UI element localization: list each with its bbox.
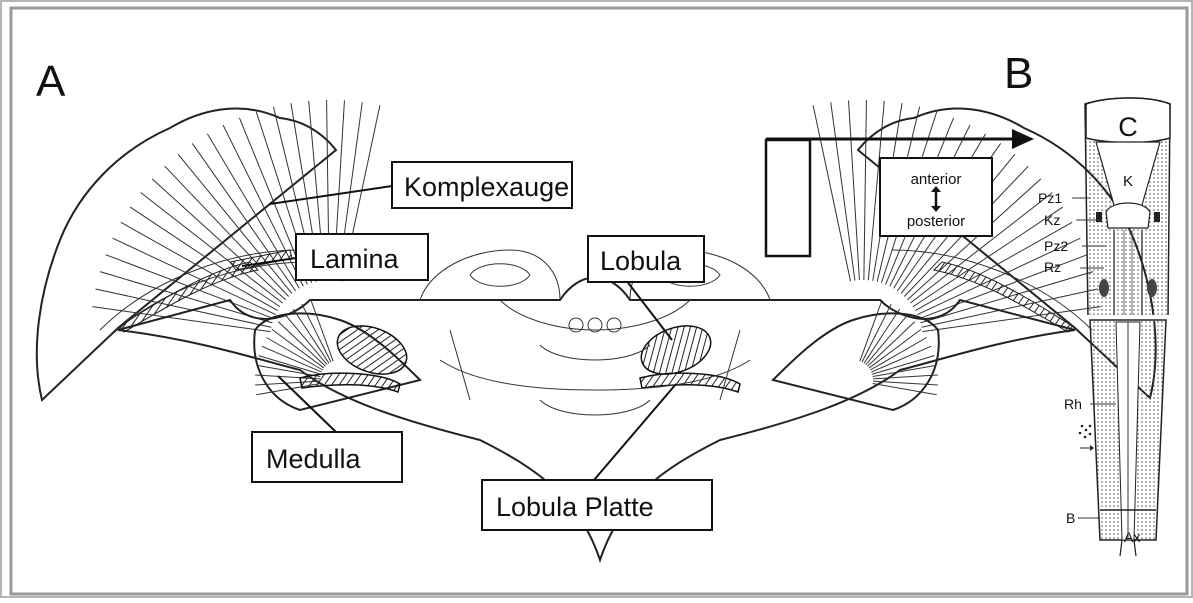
radial-line (868, 322, 915, 367)
label-komplexauge: Komplexauge (270, 162, 572, 208)
radial-line (285, 315, 327, 365)
label-pz1: Pz1 (1038, 190, 1062, 206)
lamina-text: Lamina (310, 244, 400, 274)
anterior-text: anterior (911, 171, 962, 188)
radial-line (873, 375, 938, 379)
label-k: K (1123, 173, 1133, 190)
radial-line (813, 105, 850, 281)
radial-line (141, 193, 283, 304)
lobula-text: Lobula (600, 246, 682, 276)
posterior-text: posterior (907, 213, 965, 230)
komplexauge-text: Komplexauge (404, 172, 569, 202)
ommatidium-diagram (1072, 98, 1170, 556)
label-rh: Rh (1064, 396, 1082, 412)
label-pz2: Pz2 (1044, 238, 1068, 254)
radial-line (278, 322, 325, 367)
lobula-platte-text: Lobula Platte (496, 492, 654, 522)
orientation-box: anterior posterior (880, 158, 992, 236)
label-ax: Ax (1124, 529, 1140, 545)
radial-line (302, 304, 331, 362)
label-rz: Rz (1044, 259, 1061, 275)
radial-line (831, 102, 855, 280)
radial-line (864, 100, 867, 280)
label-b: B (1066, 510, 1075, 526)
medulla-text: Medulla (266, 444, 362, 474)
radial-line (866, 315, 908, 365)
radial-line (862, 304, 891, 362)
label-lobula-platte: Lobula Platte (482, 384, 712, 530)
panel-b-letter: B (1004, 49, 1033, 98)
label-kz: Kz (1044, 212, 1060, 228)
label-c: C (1118, 112, 1138, 142)
radial-line (849, 100, 860, 280)
label-lobula: Lobula (588, 236, 704, 340)
radial-line (266, 338, 322, 371)
panel-a-letter: A (36, 57, 66, 106)
